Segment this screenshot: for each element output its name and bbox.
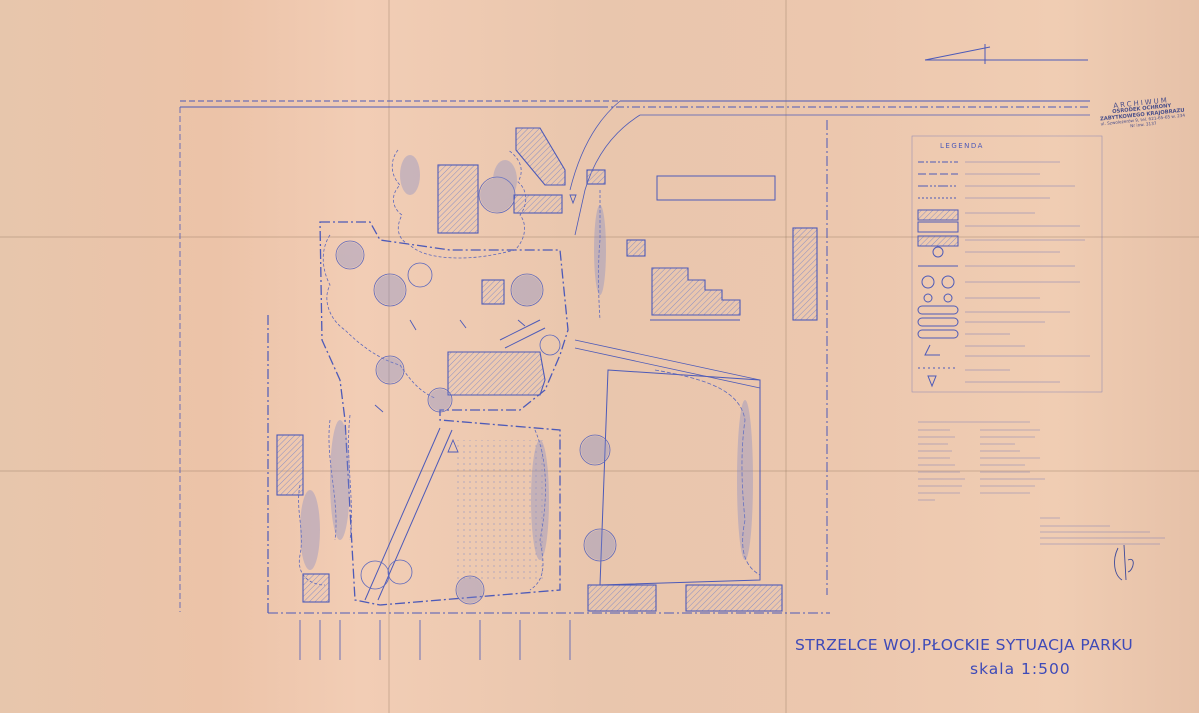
diagonal-path	[364, 319, 546, 601]
legend-heading: LEGENDA	[940, 142, 984, 150]
fold-line	[785, 0, 787, 713]
fold-line	[0, 236, 1199, 238]
tree-fills	[300, 155, 753, 603]
eastern-lawn	[599, 369, 761, 586]
lawn-area	[455, 440, 545, 580]
tree-clusters	[298, 149, 761, 605]
plan-title: STRZELCE WOJ.PŁOCKIE SYTUACJA PARKU	[795, 636, 1134, 654]
north-arrow	[924, 44, 1088, 64]
legend-panel: LEGENDA	[911, 135, 1103, 393]
fold-line	[0, 470, 1199, 472]
fold-line	[388, 0, 390, 713]
park-boundary	[319, 221, 569, 606]
street-lines	[179, 100, 1090, 615]
archive-stamp: ARCHIWUM OŚRODEK OCHRONY ZABYTKOWEGO KRA…	[1098, 96, 1188, 147]
building-outline	[656, 175, 776, 201]
plan-scale: skala 1:500	[970, 660, 1071, 678]
species-list	[918, 421, 1165, 545]
signature	[1114, 544, 1134, 581]
lower-roads	[299, 620, 571, 660]
buildings	[276, 127, 818, 612]
symbol-marks	[374, 194, 577, 453]
